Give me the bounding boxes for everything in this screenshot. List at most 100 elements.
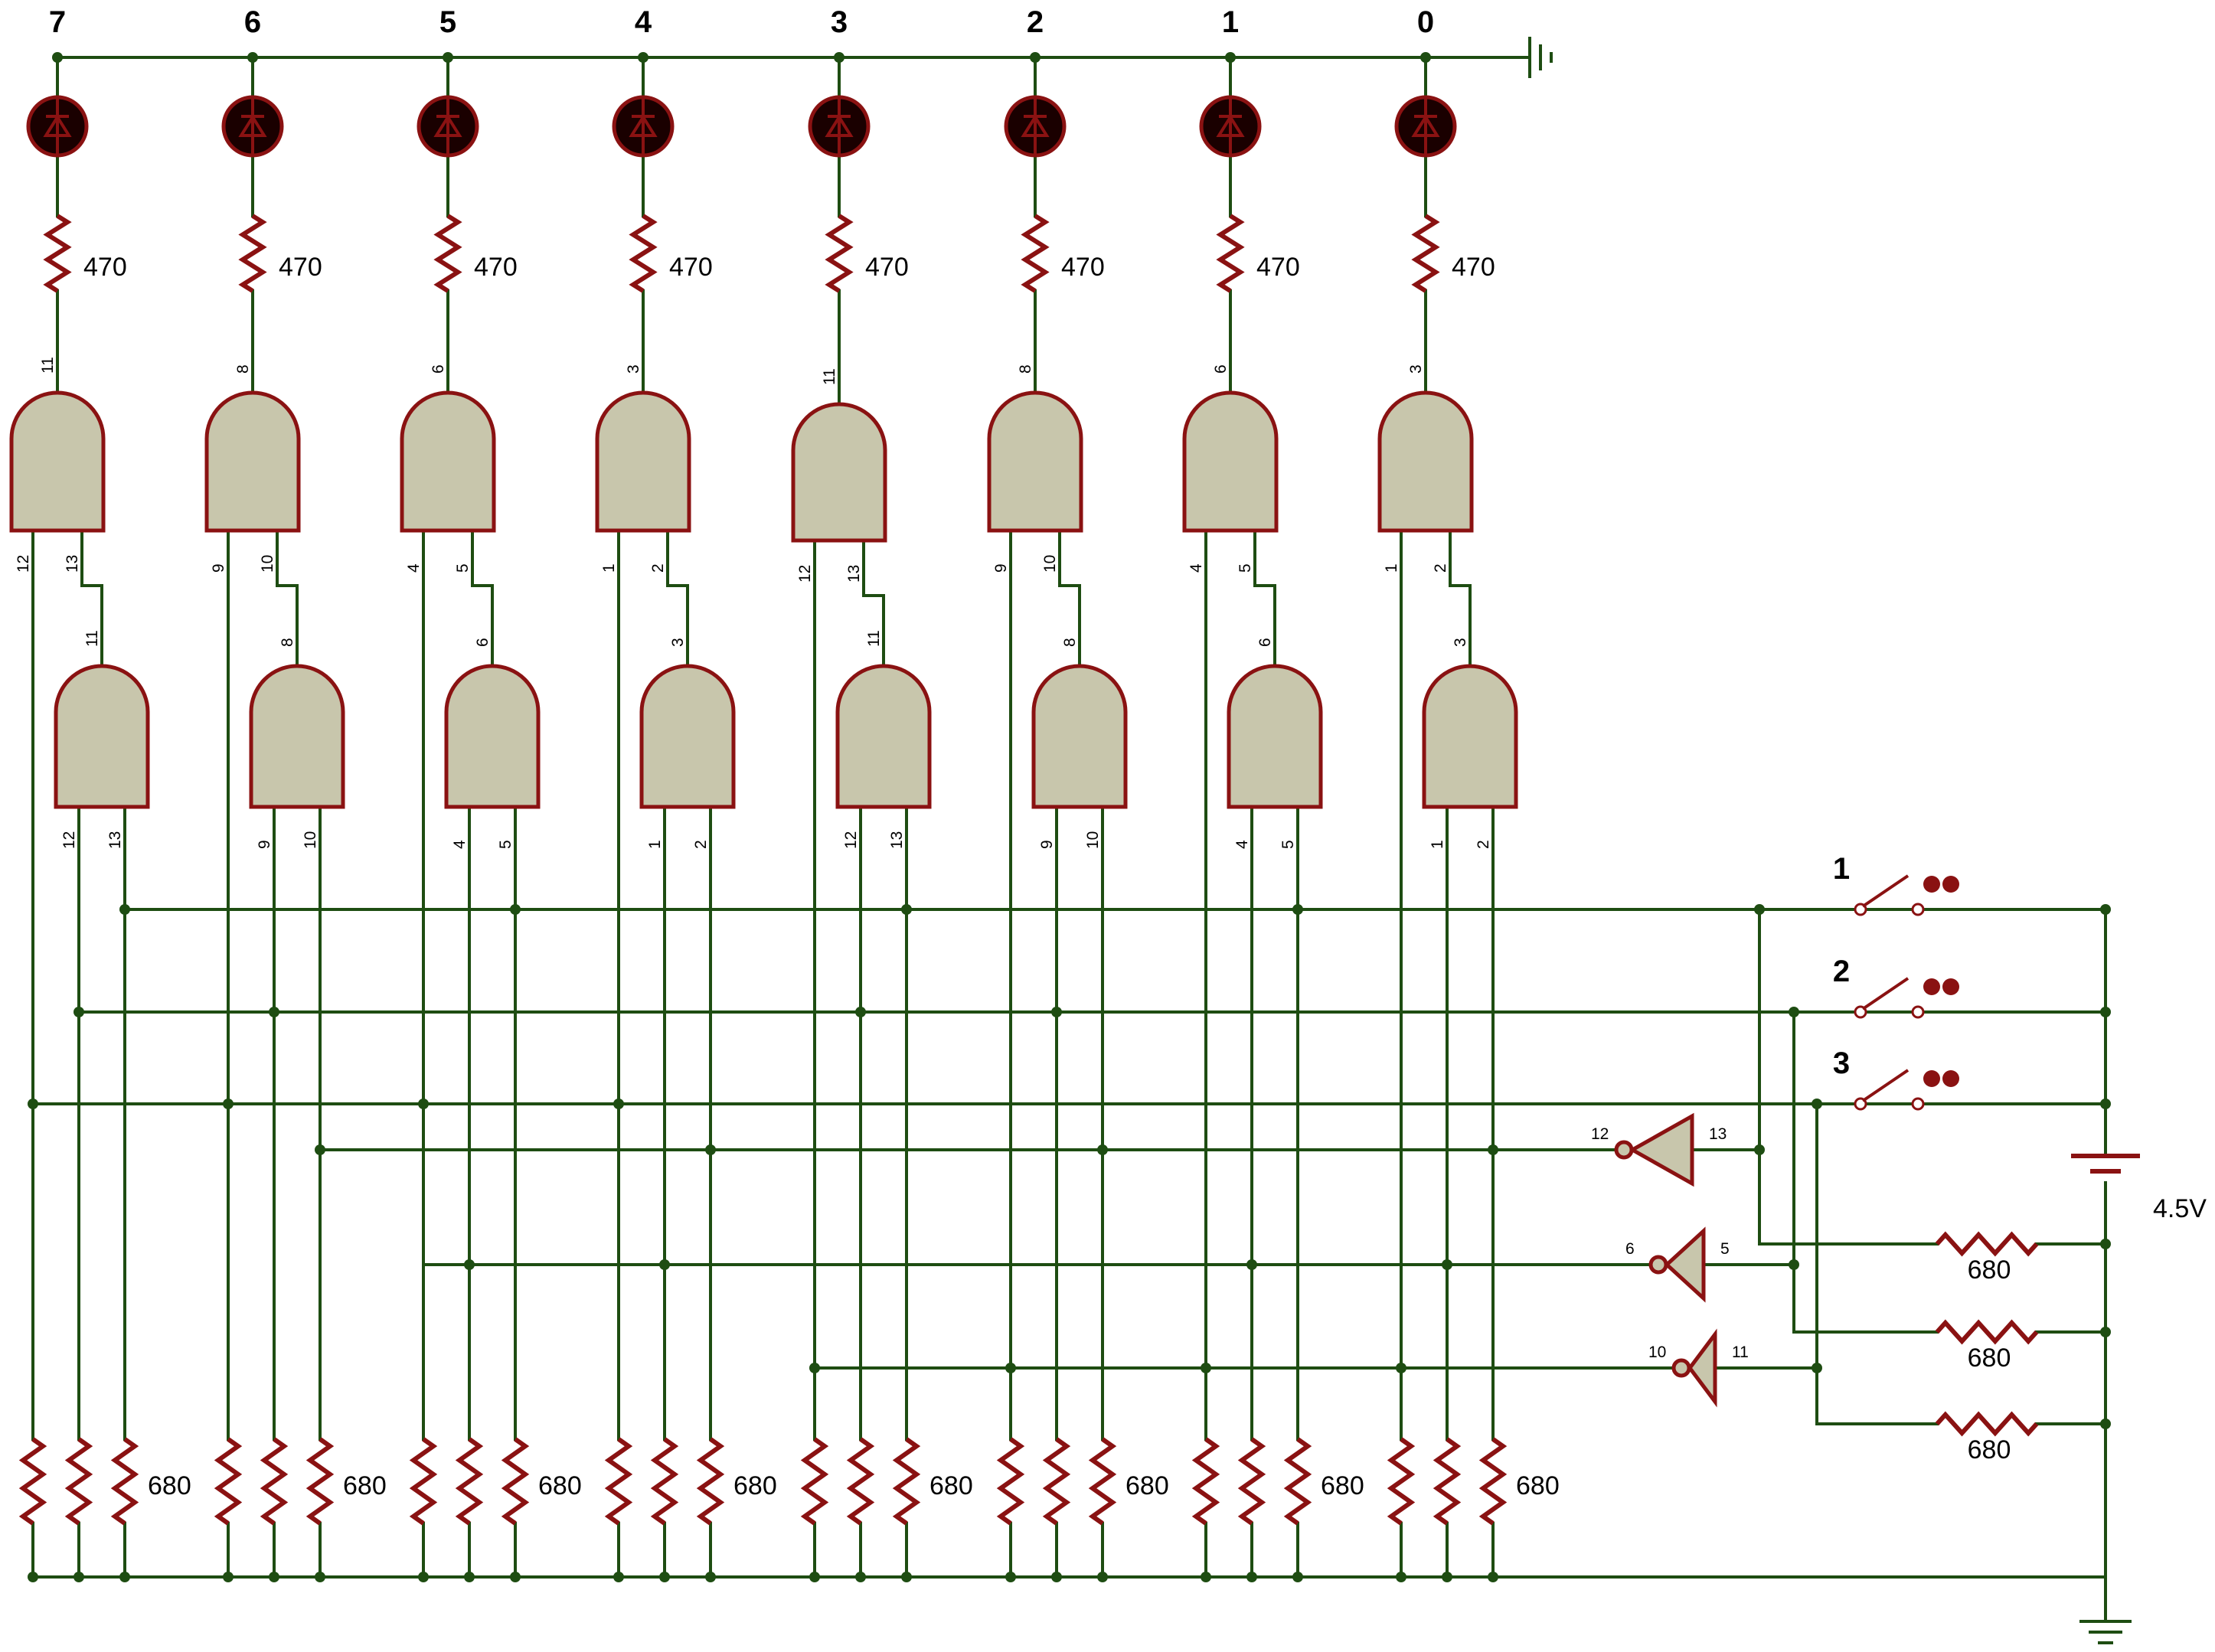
pulldown-label: 680 (929, 1471, 973, 1500)
bottom-and-gate-0 (54, 664, 150, 809)
bit-label: 2 (1027, 5, 1044, 39)
top-gate-out-pin: 6 (1212, 364, 1230, 374)
input-pulldown-0-1 (64, 1437, 93, 1526)
junction-dot (443, 52, 453, 63)
junction-dot (613, 1572, 624, 1582)
top-gate-in1-pin: 9 (992, 563, 1010, 573)
junction-dot (1246, 1259, 1257, 1270)
switch-label: 3 (1833, 1046, 1850, 1080)
junction-dot (1754, 904, 1765, 915)
junction-dot (901, 904, 912, 915)
top-gate-in2-pin: 5 (1237, 563, 1254, 573)
bottom-gate-in2-pin: 13 (888, 831, 906, 849)
input-pulldown-7-0 (1387, 1437, 1416, 1526)
pulldown-label: 680 (733, 1471, 777, 1500)
junction-dot (1789, 1007, 1799, 1017)
led-resistor-1 (1216, 214, 1245, 293)
junction-dot (269, 1007, 279, 1017)
junction-dot (659, 1572, 670, 1582)
junction-dot (1030, 52, 1041, 63)
pulldown-label: 680 (538, 1471, 582, 1500)
bottom-gate-out-pin: 3 (1452, 638, 1469, 647)
led-bit-4 (612, 95, 675, 158)
bottom-gate-out-pin: 11 (865, 630, 883, 647)
input-pulldown-5-0 (996, 1437, 1025, 1526)
input-pulldown-3-2 (696, 1437, 725, 1526)
top-ground-symbol (1528, 37, 1553, 78)
inverter-out-pin: 13 (1709, 1125, 1727, 1143)
pulldown-label: 680 (343, 1471, 387, 1500)
wires (31, 56, 2107, 1579)
input-pulldown-5-2 (1088, 1437, 1117, 1526)
led-resistor-label: 470 (1061, 253, 1105, 282)
input-pulldown-5-1 (1042, 1437, 1071, 1526)
junction-dot (1789, 1259, 1799, 1270)
bottom-gate-out-pin: 3 (669, 638, 687, 647)
bottom-gate-out-pin: 6 (1256, 638, 1274, 647)
junction-dot (247, 52, 258, 63)
top-gate-in1-pin: 1 (600, 563, 618, 573)
junction-dot (74, 1007, 84, 1017)
junction-dot (418, 1572, 429, 1582)
bottom-gate-in1-pin: 9 (1038, 840, 1056, 849)
junction-dot (1292, 904, 1303, 915)
top-and-gate-1 (204, 390, 301, 533)
input-pulldown-1-1 (260, 1437, 289, 1526)
top-gate-right-input (1449, 529, 1472, 668)
bottom-gate-out-pin: 8 (1061, 638, 1079, 647)
junction-dot (464, 1572, 475, 1582)
top-gate-in1-pin: 12 (15, 555, 32, 573)
junction-dot (223, 1572, 234, 1582)
junction-dot (809, 1363, 820, 1373)
junction-dot (315, 1572, 325, 1582)
pulldown-label: 680 (1516, 1471, 1560, 1500)
led-bit-5 (417, 95, 479, 158)
junction-dot (223, 1099, 234, 1109)
top-gate-right-input (1058, 529, 1081, 668)
input-pulldown-0-0 (18, 1437, 47, 1526)
switch-pulldown-1 (1935, 1231, 2039, 1257)
input-pulldown-4-2 (892, 1437, 921, 1526)
junction-dot (1396, 1572, 1406, 1582)
junction-dot (638, 52, 648, 63)
input-pulldown-3-0 (604, 1437, 633, 1526)
input-pulldown-0-2 (110, 1437, 139, 1526)
top-gate-right-input (666, 529, 689, 668)
junction-dot (1201, 1572, 1211, 1582)
junction-dot (1005, 1572, 1016, 1582)
led-resistor-4 (629, 214, 658, 293)
top-and-gate-0 (9, 390, 106, 533)
led-bit-7 (26, 95, 89, 158)
top-gate-right-input (276, 529, 299, 668)
top-gate-in1-pin: 1 (1383, 563, 1400, 573)
led-resistor-3 (825, 214, 854, 293)
input-pulldown-3-1 (650, 1437, 679, 1526)
top-gate-in2-pin: 5 (454, 563, 472, 573)
junction-dot (1225, 52, 1236, 63)
top-gate-right-input (80, 529, 103, 668)
junction-dot (1754, 1144, 1765, 1155)
bottom-gate-in2-pin: 5 (497, 840, 515, 849)
input-pulldown-4-0 (800, 1437, 829, 1526)
bottom-gate-in2-pin: 5 (1279, 840, 1297, 849)
junction-dot (1051, 1572, 1062, 1582)
led-bit-1 (1199, 95, 1262, 158)
bottom-ground-symbol (2079, 1575, 2132, 1644)
bottom-gate-out-pin: 11 (83, 630, 101, 647)
top-gate-in2-pin: 2 (649, 563, 667, 573)
bit-label: 5 (439, 5, 456, 39)
bottom-and-gate-6 (1227, 664, 1323, 809)
bottom-and-gate-7 (1422, 664, 1518, 809)
input-pulldown-6-1 (1237, 1437, 1266, 1526)
junction-dot (1097, 1144, 1108, 1155)
junction-dot (705, 1144, 716, 1155)
junction-dot (28, 1572, 38, 1582)
led-resistor-5 (433, 214, 462, 293)
junction-dot (28, 1099, 38, 1109)
input-pulldown-2-2 (501, 1437, 530, 1526)
top-and-gate-2 (400, 390, 496, 533)
junction-dot (119, 904, 130, 915)
junction-dot (705, 1572, 716, 1582)
inverter-3 (1671, 1328, 1717, 1408)
bottom-gate-in1-pin: 9 (256, 840, 273, 849)
